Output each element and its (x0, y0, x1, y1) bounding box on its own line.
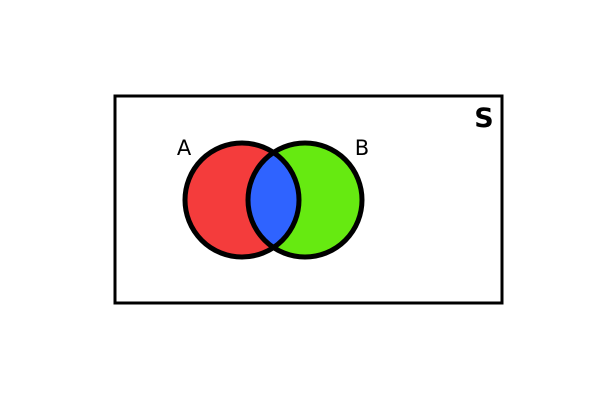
universe-label: S (474, 103, 493, 134)
set-a-outline (182, 140, 302, 260)
set-a-label: A (177, 136, 192, 160)
set-b-label: B (355, 136, 369, 160)
intersection-region (248, 143, 299, 257)
set-b-outline (245, 140, 365, 260)
